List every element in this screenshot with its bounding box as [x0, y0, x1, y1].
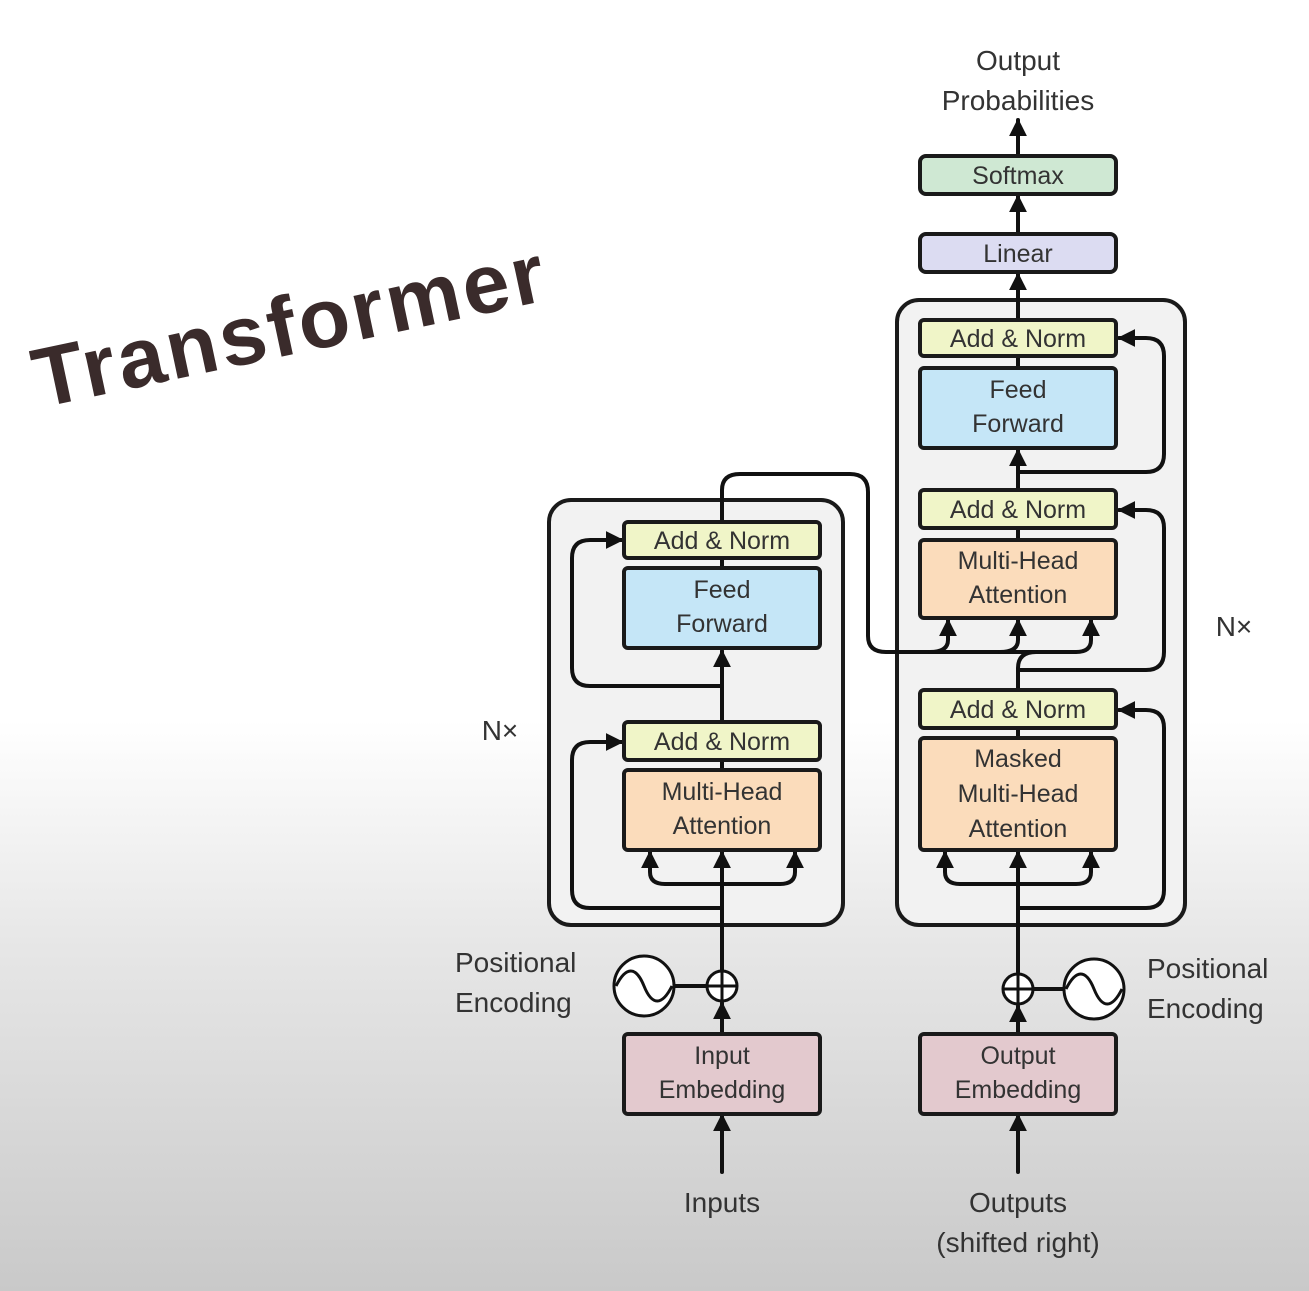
decoder-add-norm-top [918, 318, 1118, 358]
decoder-add-norm-mid [918, 488, 1118, 530]
decoder-add-norm-bottom [918, 688, 1118, 730]
input-embedding-label-2: Embedding [659, 1076, 785, 1104]
decoder-add-norm-top-label: Add & Norm [950, 325, 1086, 353]
encoder-positional-label-1: Positional [455, 947, 576, 978]
inputs-label: Inputs [684, 1187, 760, 1218]
encoder-attention-label-1: Multi-Head [662, 778, 783, 806]
encoder-frame [547, 498, 845, 927]
encoder-add-norm-top-label: Add & Norm [654, 527, 790, 555]
encoder-positional-label-2: Encoding [455, 987, 572, 1018]
encoder-wires [570, 472, 1072, 1174]
diagram-title: Transformer [24, 225, 555, 426]
decoder-masked-attention [918, 736, 1118, 852]
linear-label: Linear [983, 240, 1053, 268]
decoder-sine-wave-icon [1062, 957, 1126, 1021]
encoder-feed-forward-label-1: Feed [694, 576, 751, 604]
encoder-sine-wave-icon [612, 954, 676, 1018]
encoder-attention-label-2: Attention [673, 812, 772, 840]
encoder-attention [622, 768, 822, 852]
decoder-feed-forward [918, 366, 1118, 450]
decoder-positional-label-1: Positional [1147, 953, 1268, 984]
encoder-add-norm-top [622, 520, 822, 560]
encoder-feed-forward-label-2: Forward [676, 610, 768, 638]
decoder-cross-attention [918, 538, 1118, 620]
decoder-feed-forward-label-1: Feed [990, 376, 1047, 404]
encoder-add-norm-bottom [622, 720, 822, 762]
output-probabilities-label-2: Probabilities [942, 85, 1095, 116]
output-embedding-label-2: Embedding [955, 1076, 1081, 1104]
output-probabilities-label-1: Output [976, 45, 1060, 76]
decoder-cross-attention-label-2: Attention [969, 581, 1068, 609]
decoder-add-norm-mid-label: Add & Norm [950, 496, 1086, 524]
decoder-masked-attention-label-1: Masked [974, 745, 1062, 773]
input-embedding [622, 1032, 822, 1116]
softmax-label: Softmax [972, 162, 1064, 190]
linear-block [918, 232, 1118, 274]
encoder-feed-forward [622, 566, 822, 650]
softmax-block [918, 154, 1118, 196]
decoder-masked-attention-label-2: Multi-Head [958, 780, 1079, 808]
decoder-positional-label-2: Encoding [1147, 993, 1264, 1024]
outputs-label-2: (shifted right) [936, 1227, 1099, 1258]
decoder-stack: Softmax Linear Output Probabilities Add … [918, 45, 1268, 1258]
decoder-add-norm-bottom-label: Add & Norm [950, 696, 1086, 724]
input-embedding-label-1: Input [694, 1042, 750, 1070]
decoder-cross-attention-label-1: Multi-Head [958, 547, 1079, 575]
decoder-repeat-label: N× [1216, 611, 1253, 642]
encoder-repeat-label: N× [482, 715, 519, 746]
encoder-add-norm-bottom-label: Add & Norm [654, 728, 790, 756]
outputs-label-1: Outputs [969, 1187, 1067, 1218]
decoder-feed-forward-label-2: Forward [972, 410, 1064, 438]
output-embedding [918, 1032, 1118, 1116]
encoder-stack: Add & Norm Feed Forward Add & Norm Multi… [455, 520, 822, 1218]
decoder-masked-attention-label-3: Attention [969, 815, 1068, 843]
output-embedding-label-1: Output [980, 1042, 1055, 1070]
